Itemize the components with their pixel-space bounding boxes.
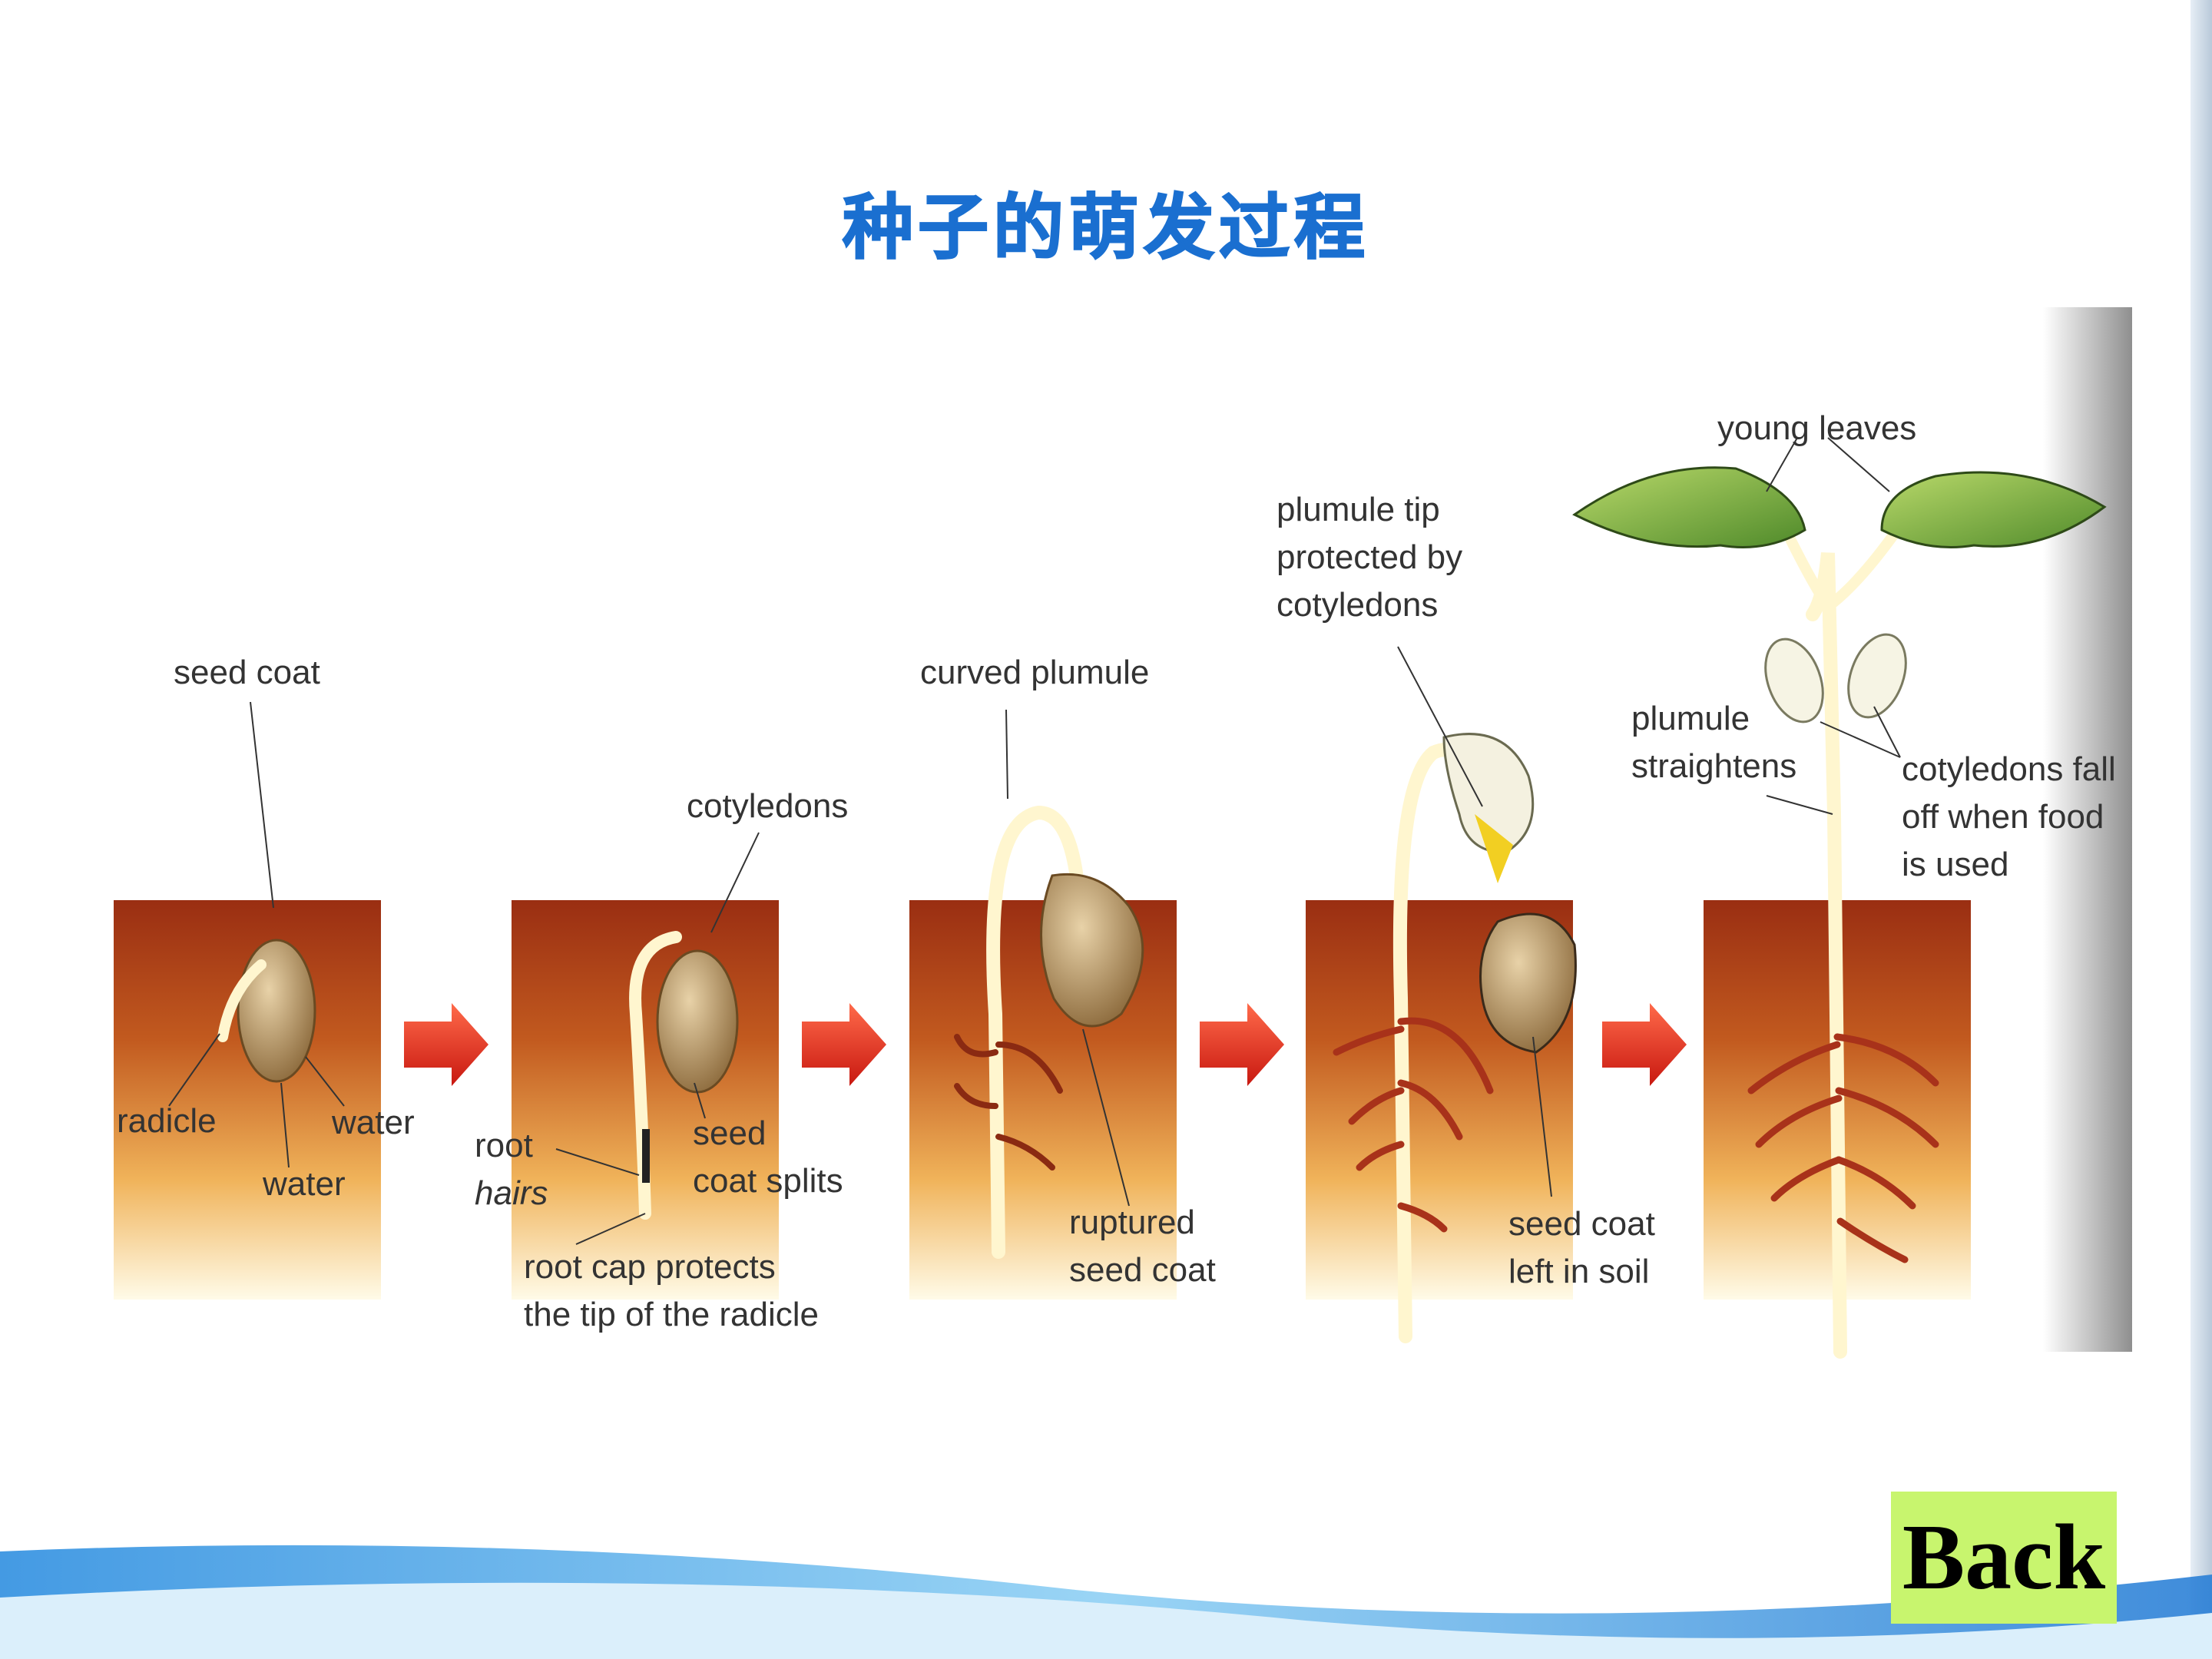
- arrow-4-to-5: [1602, 1003, 1687, 1086]
- stage4-leader-lines: [1397, 646, 1552, 1197]
- label-plumule-tip-3: cotyledons: [1277, 586, 1438, 624]
- label-root-cap-1: root cap protects: [524, 1248, 776, 1286]
- label-straightens: straightens: [1631, 747, 1796, 785]
- label-cotyledons: cotyledons: [687, 787, 848, 825]
- label-curved-plumule: curved plumule: [920, 654, 1149, 691]
- stage2-leader-lines: [555, 832, 760, 1245]
- label-water-right: water: [331, 1104, 415, 1141]
- stage5-plant: [1572, 466, 2107, 1359]
- label-cotyledons-fall-3: is used: [1902, 846, 2008, 883]
- figure-edge-shadow: [2043, 307, 2132, 1352]
- label-seed-coat-3: seed coat: [1069, 1251, 1216, 1289]
- stage4-seedling: [1333, 733, 1577, 1343]
- stage5-leader-lines: [1766, 437, 1901, 815]
- label-ruptured: ruptured: [1069, 1204, 1195, 1241]
- footer-wave-decoration: [0, 1545, 2212, 1659]
- label-root: root: [475, 1127, 533, 1164]
- label-coat-splits: coat splits: [693, 1162, 843, 1200]
- label-plumule-tip-1: plumule tip: [1277, 491, 1440, 528]
- slide-title: 种子的萌发过程: [842, 186, 1369, 270]
- stage2-seed: [629, 931, 739, 1220]
- soil-block-1: [114, 900, 381, 1300]
- stage1-seed: [217, 939, 316, 1083]
- label-seed-coat-soil-2: left in soil: [1508, 1253, 1649, 1290]
- label-hairs: hairs: [475, 1174, 548, 1212]
- label-seed-coat: seed coat: [174, 654, 320, 691]
- label-water-bottom: water: [262, 1165, 346, 1203]
- label-root-cap-2: the tip of the radicle: [524, 1296, 819, 1333]
- label-cotyledons-fall-2: off when food: [1902, 798, 2104, 836]
- arrow-2-to-3: [802, 1003, 886, 1086]
- label-young-leaves: young leaves: [1717, 409, 1916, 447]
- arrow-1-to-2: [404, 1003, 488, 1086]
- arrow-3-to-4: [1200, 1003, 1284, 1086]
- stage3-leader-lines: [1005, 709, 1130, 1207]
- label-plumule: plumule: [1631, 700, 1750, 737]
- stage3-seedling: [954, 805, 1144, 1259]
- label-seed-coat-soil-1: seed coat: [1508, 1205, 1655, 1243]
- label-seed: seed: [693, 1114, 766, 1152]
- back-button[interactable]: Back: [1891, 1492, 2117, 1624]
- stage1-leader-lines: [168, 701, 345, 1168]
- label-cotyledons-fall-1: cotyledons fall: [1902, 750, 2116, 788]
- label-radicle: radicle: [117, 1102, 217, 1140]
- slide-right-edge: [2190, 0, 2212, 1659]
- label-plumule-tip-2: protected by: [1277, 538, 1462, 576]
